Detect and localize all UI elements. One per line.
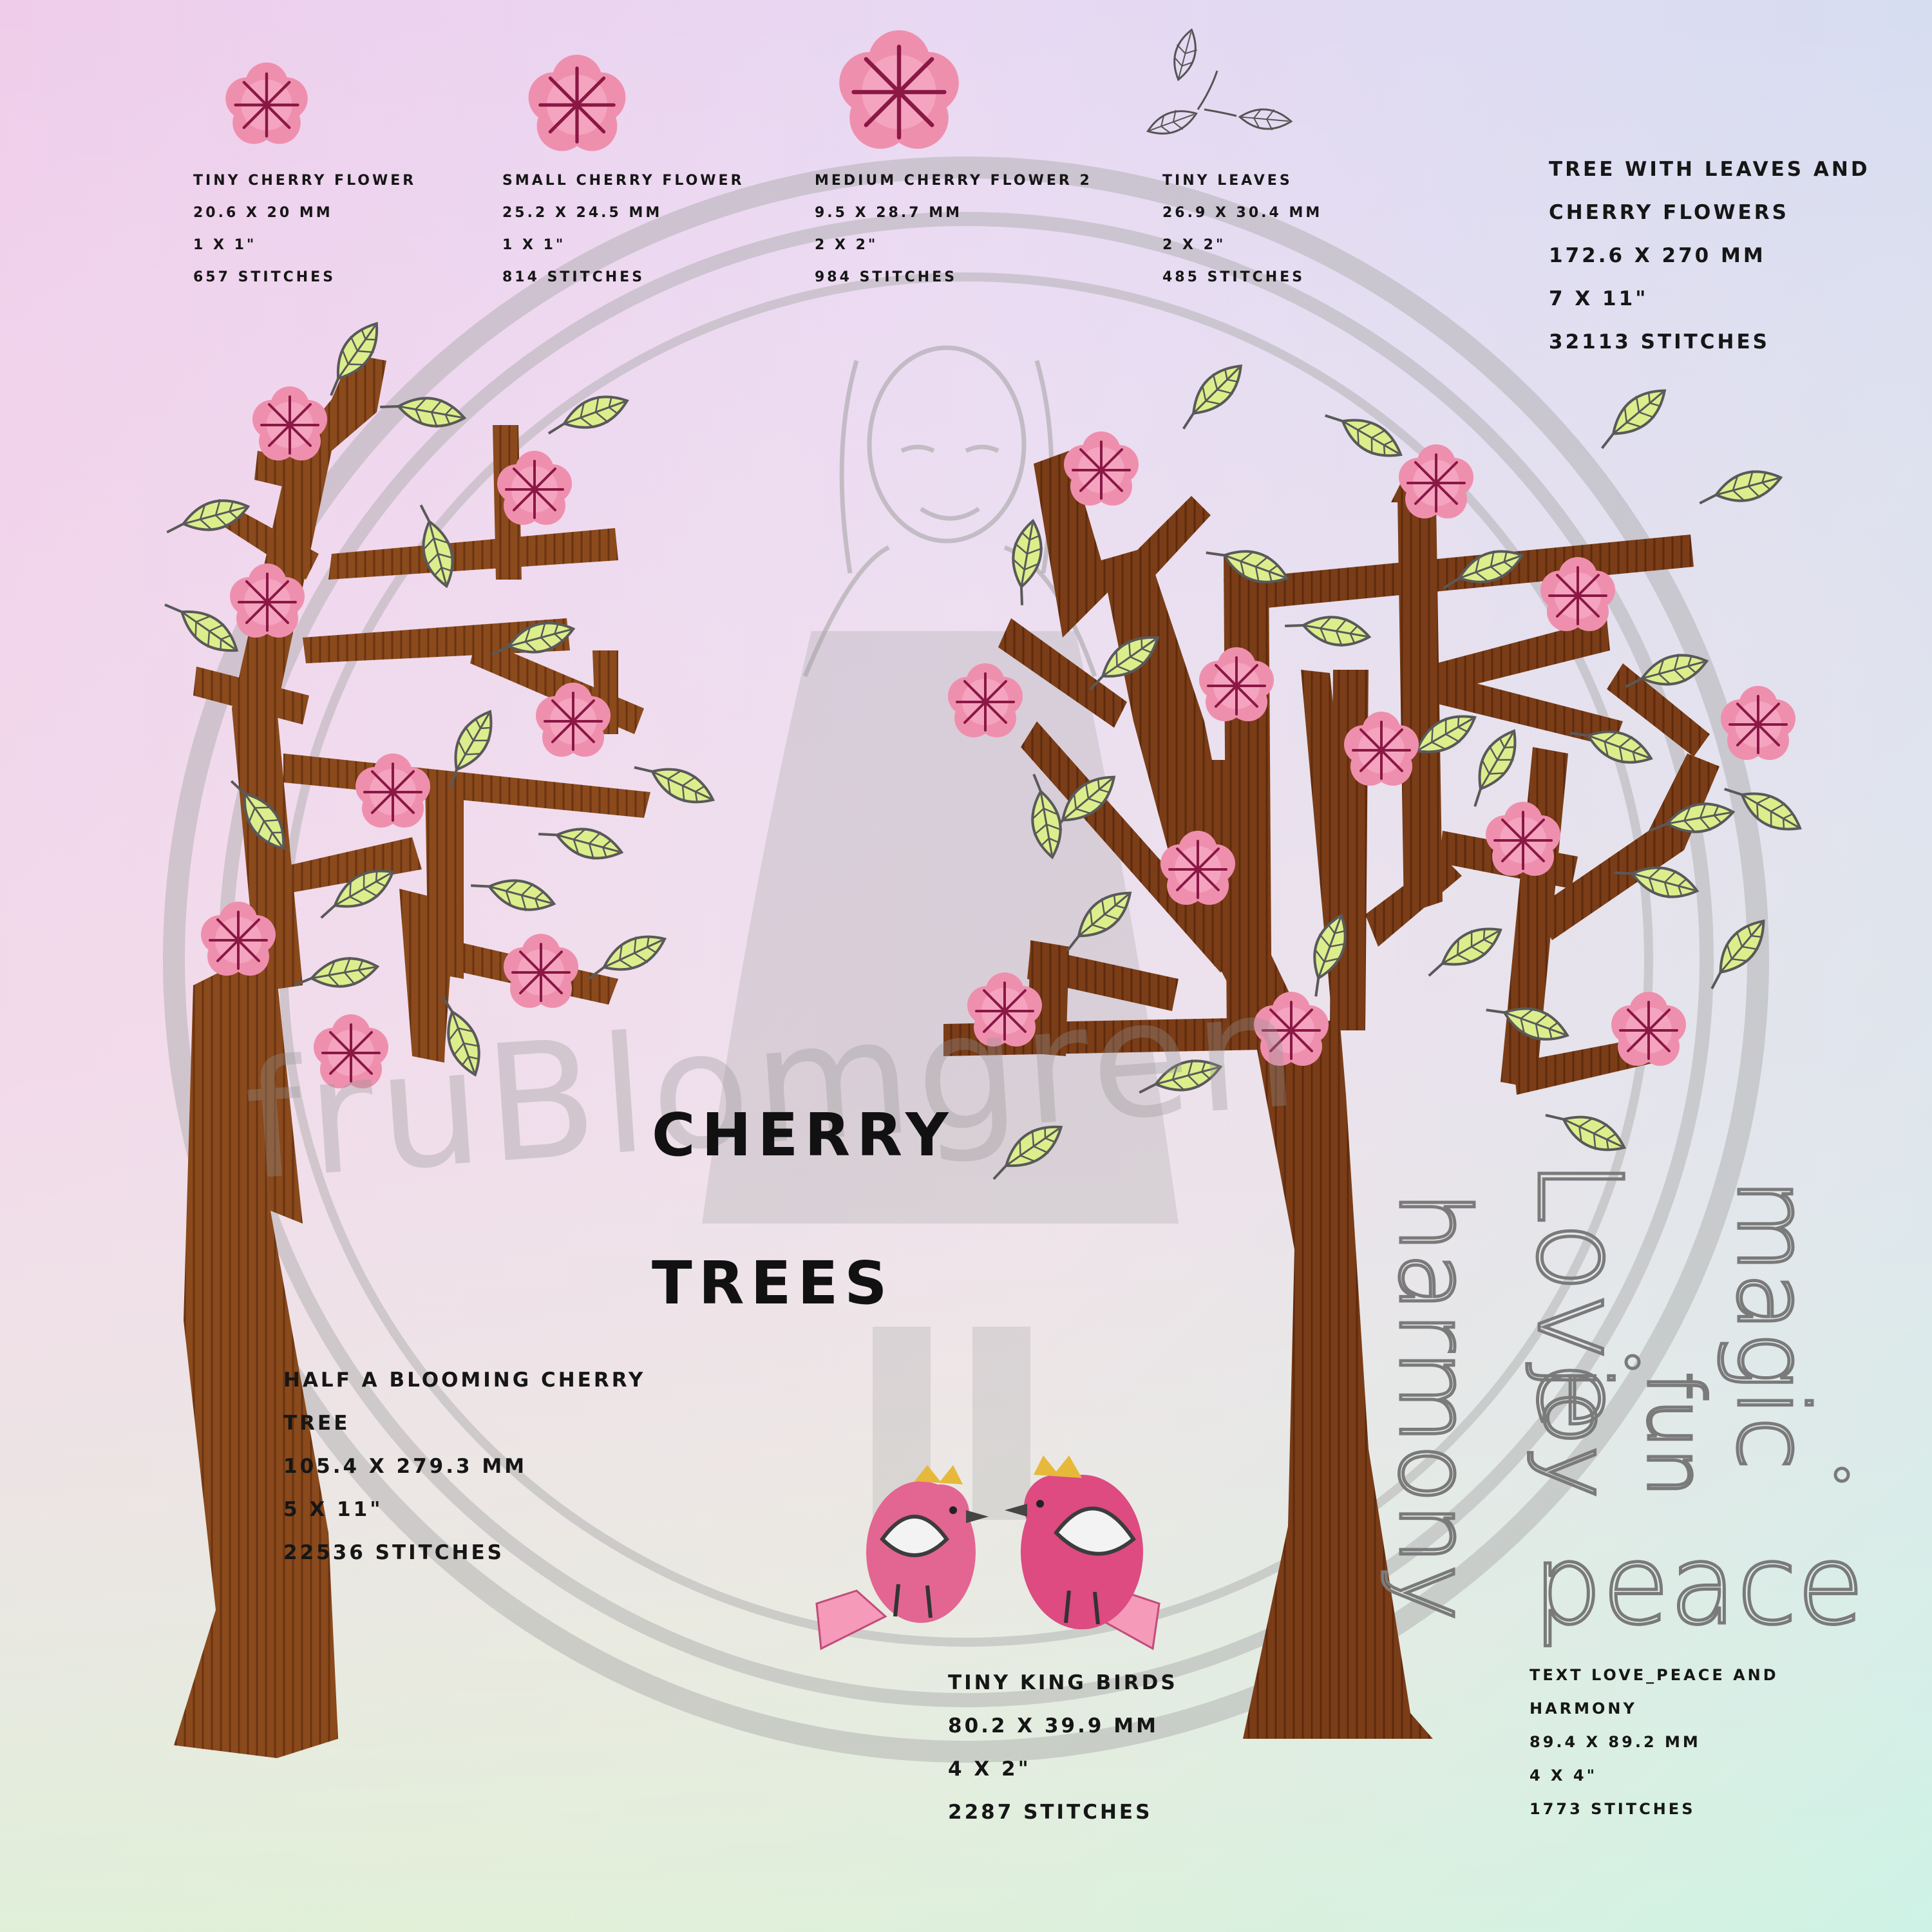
caption-stitches: 1773 stitches — [1530, 1800, 1696, 1818]
full-tree-bark — [943, 451, 1719, 1739]
caption-half-cherry-tree: Half a blooming cherry tree 105.4 x 279.… — [283, 1359, 645, 1575]
caption-size-in: 2 x 2" — [815, 237, 878, 253]
caption-stitches: 485 stitches — [1162, 269, 1305, 285]
caption-tiny-cherry-flower: Tiny cherry flower 20.6 x 20 mm 1 x 1" 6… — [193, 165, 416, 294]
caption-name-cont: cherry flowers — [1549, 201, 1789, 224]
caption-name-cont: harmony — [1530, 1700, 1637, 1718]
caption-stitches: 814 stitches — [502, 269, 645, 285]
caption-name: Half a blooming cherry — [283, 1368, 646, 1392]
love-peace-harmony-text: harmony Love joy fun magic peace — [1376, 1158, 1866, 1651]
caption-tiny-leaves: Tiny leaves 26.9 x 30.4 mm 2 x 2" 485 st… — [1162, 165, 1322, 294]
caption-size-mm: 25.2 x 24.5 mm — [502, 205, 663, 221]
word-peace: peace — [1533, 1522, 1864, 1649]
caption-size-in: 7 x 11" — [1549, 287, 1649, 310]
word-joy: joy — [1524, 1363, 1629, 1499]
caption-name: Tiny King Birds — [948, 1671, 1178, 1694]
cherry-tree-with-leaves — [943, 356, 1809, 1739]
caption-stitches: 22536 stitches — [283, 1541, 504, 1564]
caption-size-mm: 26.9 x 30.4 mm — [1162, 205, 1323, 221]
caption-small-cherry-flower: Small cherry flower 25.2 x 24.5 mm 1 x 1… — [502, 165, 744, 294]
half-cherry-tree — [157, 314, 721, 1758]
caption-size-mm: 89.4 x 89.2 mm — [1530, 1733, 1701, 1751]
caption-stitches: 32113 stitches — [1549, 330, 1770, 354]
caption-tree-with-leaves: Tree with leaves and cherry flowers 172.… — [1549, 148, 1870, 364]
tiny-leaves-sample — [1143, 26, 1293, 142]
caption-name: Small cherry flower — [502, 173, 744, 189]
caption-size-mm: 80.2 x 39.9 mm — [948, 1714, 1159, 1738]
tiny-king-bird-right — [1005, 1455, 1160, 1651]
caption-size-in: 4 x 4" — [1530, 1766, 1598, 1785]
word-fun: fun — [1630, 1372, 1719, 1497]
caption-tiny-king-birds: Tiny King Birds 80.2 x 39.9 mm 4 x 2" 22… — [948, 1662, 1178, 1834]
caption-size-mm: 20.6 x 20 mm — [193, 205, 333, 221]
caption-size-in: 2 x 2" — [1162, 237, 1226, 253]
word-harmony: harmony — [1378, 1191, 1490, 1622]
flower-dot-icon — [1624, 1354, 1641, 1370]
page-title: CHERRY TREES — [652, 1061, 955, 1358]
caption-name-cont: tree — [283, 1412, 350, 1435]
caption-size-mm: 9.5 x 28.7 mm — [815, 205, 962, 221]
watermark-logo — [163, 156, 1769, 1763]
flower-dot-icon — [1833, 1466, 1850, 1483]
caption-text-love-peace: Text Love_peace and harmony 89.4 x 89.2 … — [1530, 1658, 1779, 1826]
caption-size-in: 1 x 1" — [502, 237, 566, 253]
title-line-1: CHERRY — [652, 1101, 955, 1170]
caption-name: Text Love_peace and — [1530, 1666, 1779, 1684]
caption-size-mm: 172.6 x 270 mm — [1549, 244, 1766, 267]
word-love: Love — [1511, 1159, 1646, 1433]
caption-name: Medium cherry flower 2 — [815, 173, 1092, 189]
tiny-king-bird-left — [815, 1465, 989, 1651]
caption-size-in: 4 x 2" — [948, 1757, 1031, 1781]
caption-size-in: 5 x 11" — [283, 1498, 383, 1521]
title-line-2: TREES — [652, 1249, 894, 1318]
caption-stitches: 657 stitches — [193, 269, 336, 285]
caption-medium-cherry-flower: Medium cherry flower 2 9.5 x 28.7 mm 2 x… — [815, 165, 1092, 294]
caption-name: Tiny cherry flower — [193, 173, 417, 189]
caption-name: Tiny leaves — [1162, 173, 1293, 189]
caption-size-in: 1 x 1" — [193, 237, 257, 253]
caption-size-mm: 105.4 x 279.3 mm — [283, 1455, 527, 1478]
caption-stitches: 2287 stitches — [948, 1801, 1153, 1824]
word-magic: magic — [1716, 1179, 1828, 1470]
caption-stitches: 984 stitches — [815, 269, 958, 285]
caption-name: Tree with leaves and — [1549, 158, 1870, 181]
